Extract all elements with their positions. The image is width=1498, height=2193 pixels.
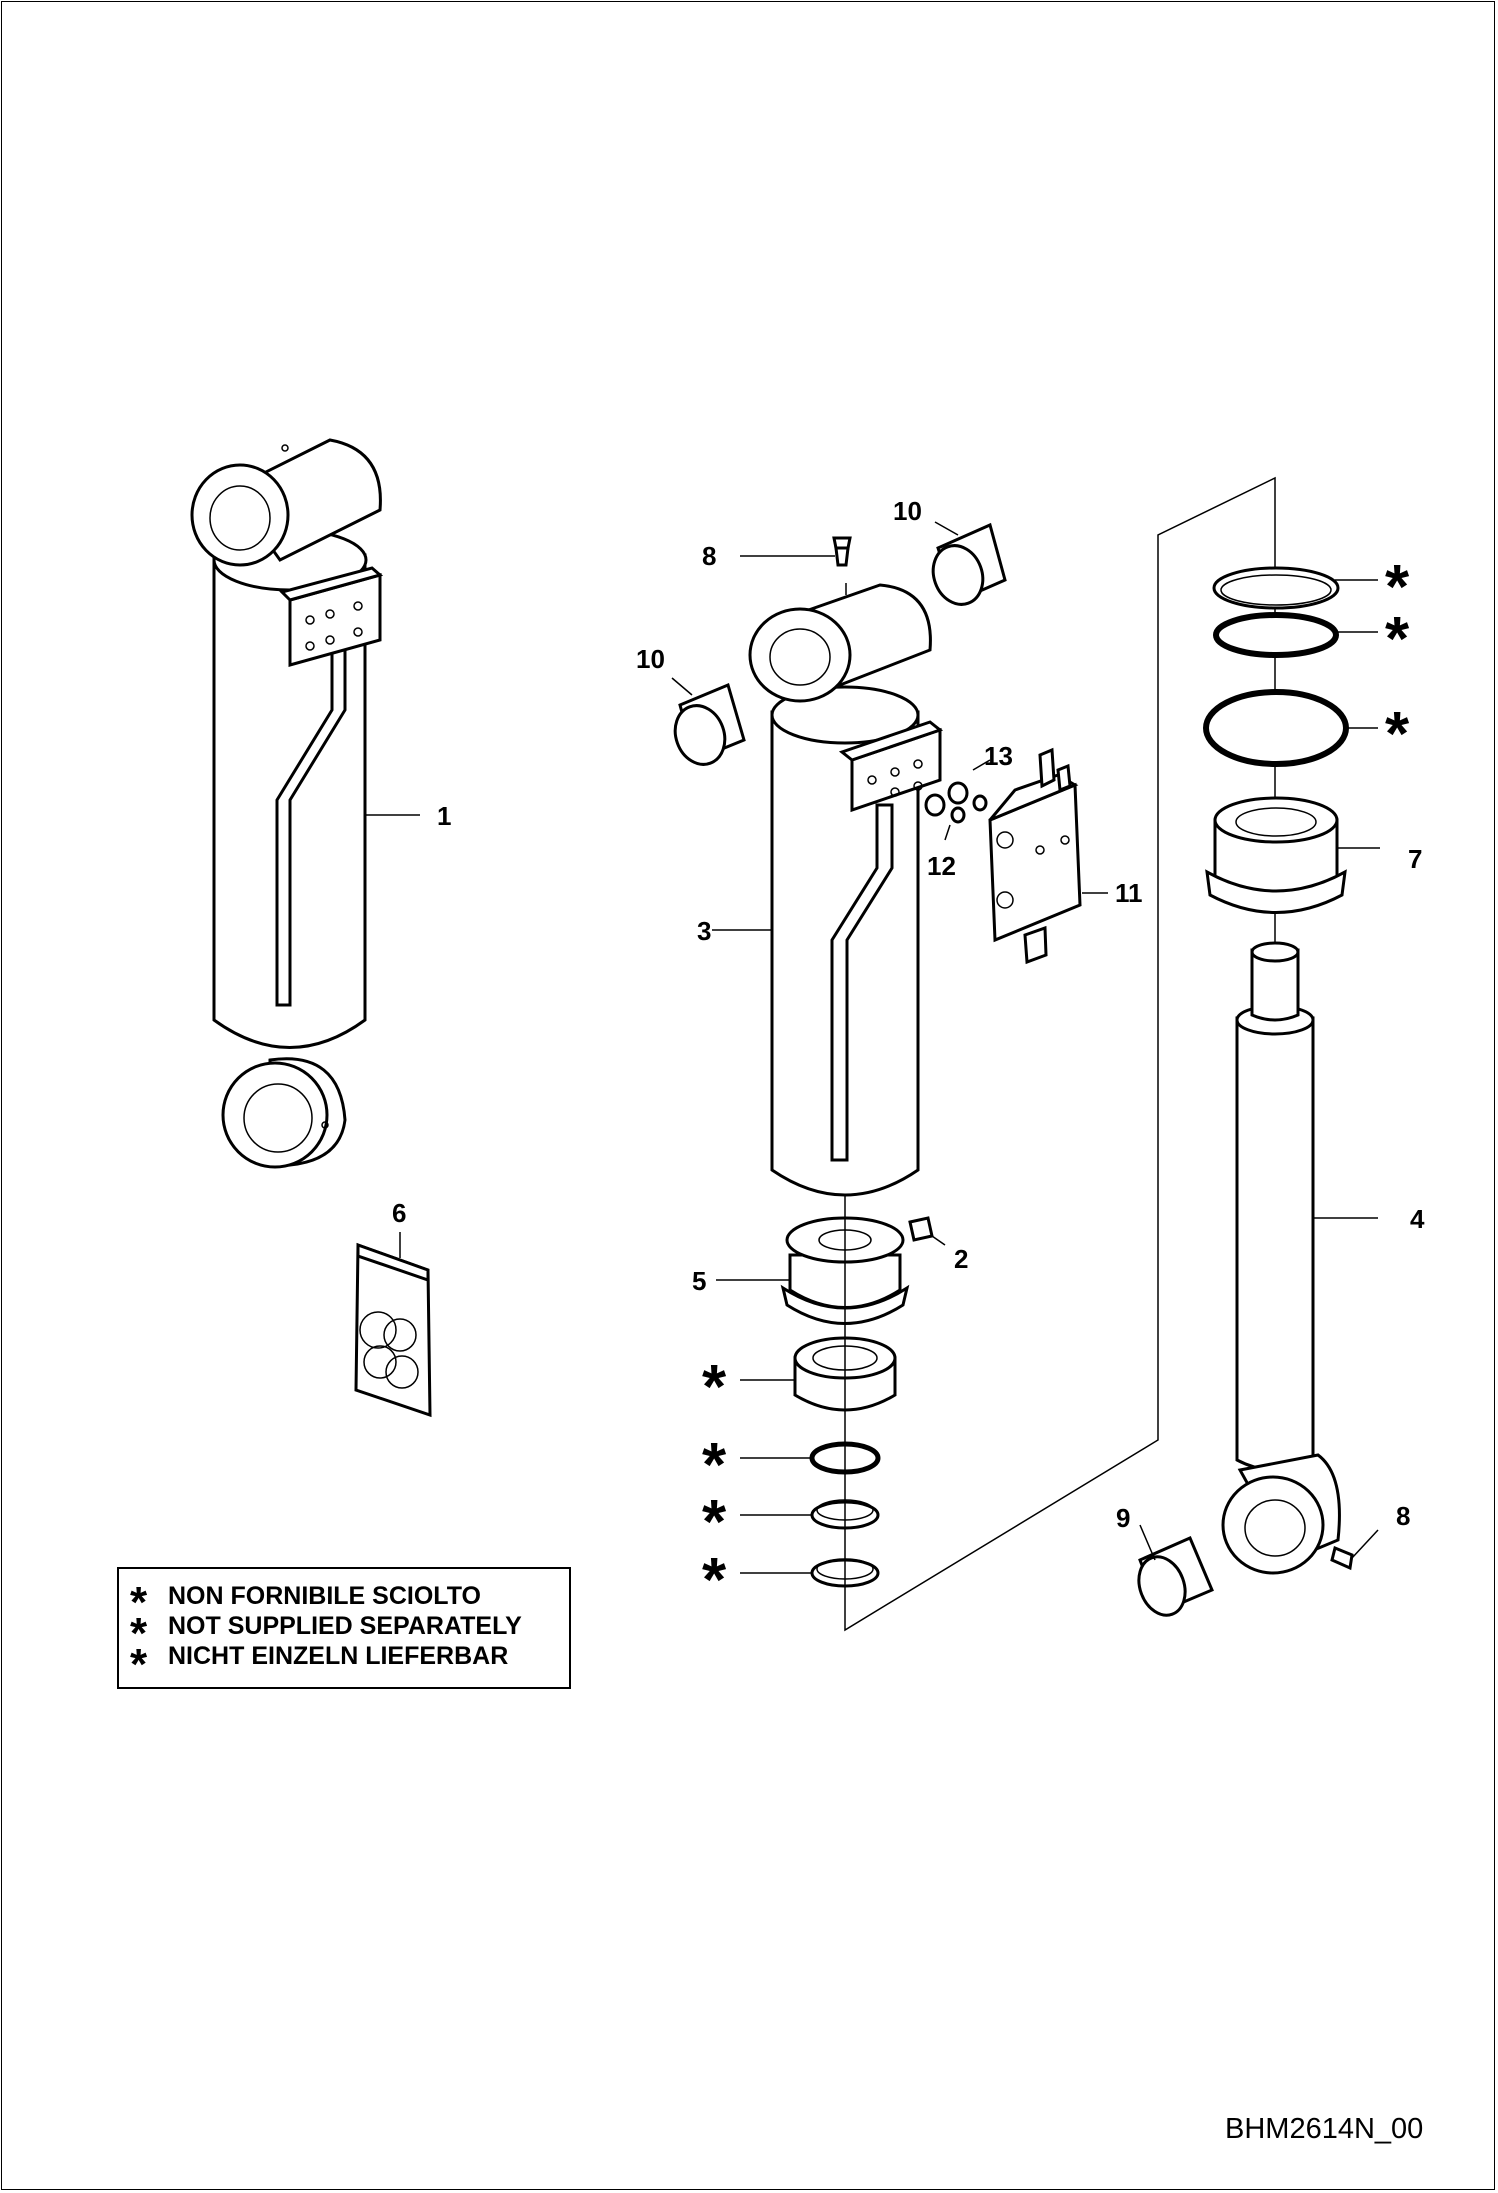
legend-line-english: NOT SUPPLIED SEPARATELY — [168, 1612, 522, 1640]
part-4-piston-rod — [1221, 941, 1341, 1575]
callout-13: 13 — [984, 741, 1013, 771]
callout-5: 5 — [692, 1266, 706, 1296]
drawing-code: BHM2614N_00 — [1225, 2113, 1423, 2145]
callout-10-left: 10 — [636, 644, 665, 674]
callout-4: 4 — [1410, 1204, 1425, 1234]
part-8-grease-nipple-rod — [1330, 1545, 1354, 1571]
star-right-3: * — [1385, 700, 1410, 769]
part-7-piston — [1205, 796, 1347, 914]
assembly-path-line — [844, 476, 1276, 1632]
part-2-plug — [908, 1216, 934, 1242]
callout-8-rod: 8 — [1396, 1501, 1410, 1531]
legend-star-1: * — [130, 1578, 148, 1627]
leader-lines — [365, 521, 1380, 1574]
right-seal-ring-3 — [1203, 689, 1349, 767]
part-8-grease-nipple-top — [832, 536, 852, 567]
star-center-3: * — [702, 1488, 727, 1557]
right-seal-ring-1 — [1212, 566, 1340, 610]
part-10-bushing-right — [931, 522, 1007, 606]
star-center-4: * — [702, 1546, 727, 1615]
legend-box: * * * NON FORNIBILE SCIOLTO NOT SUPPLIED… — [117, 1567, 571, 1689]
legend-star-3: * — [130, 1640, 148, 1689]
part-9-bushing — [1137, 1536, 1214, 1617]
callout-3: 3 — [697, 916, 711, 946]
callout-7: 7 — [1408, 844, 1422, 874]
star-center-1: * — [702, 1353, 727, 1422]
right-seal-ring-2 — [1213, 612, 1339, 658]
star-right-2: * — [1385, 605, 1410, 674]
callout-11: 11 — [1115, 878, 1143, 908]
legend-line-italian: NON FORNIBILE SCIOLTO — [168, 1582, 481, 1610]
legend-line-german: NICHT EINZELN LIEFERBAR — [168, 1642, 508, 1670]
part-6-seal-kit — [354, 1242, 432, 1418]
part-3-cylinder-barrel — [748, 583, 944, 1197]
star-center-2: * — [702, 1431, 727, 1500]
callout-2: 2 — [954, 1244, 968, 1274]
callout-1: 1 — [437, 801, 451, 831]
callout-9: 9 — [1116, 1503, 1130, 1533]
callout-8-top: 8 — [702, 541, 716, 571]
callout-10-top: 10 — [893, 496, 922, 526]
part-11-valve — [988, 747, 1082, 965]
star-right-1: * — [1385, 553, 1410, 622]
callout-6: 6 — [392, 1198, 406, 1228]
callout-12: 12 — [927, 851, 956, 881]
part-10-bushing-left — [673, 682, 746, 766]
part-12-13-seal-rings — [924, 781, 988, 824]
legend-star-2: * — [130, 1609, 148, 1658]
part-1-assembled-cylinder — [190, 438, 384, 1169]
